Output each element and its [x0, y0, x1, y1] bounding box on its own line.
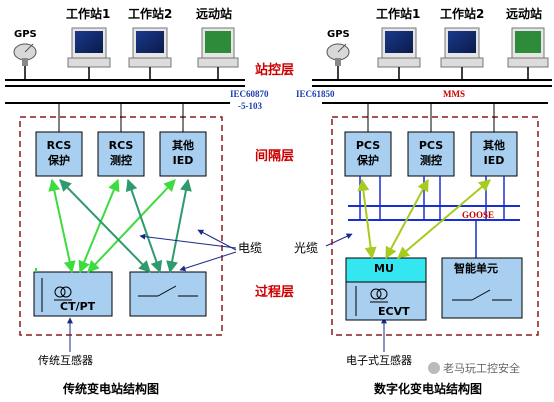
right-workstation-1 [377, 27, 421, 80]
goose-bus [348, 176, 520, 258]
left-ied-2-text: RCS 测控 [108, 139, 134, 167]
right-remote-station-label: 远动站 [506, 7, 543, 21]
wechat-icon [428, 362, 440, 374]
right-ied-1-text: PCS 保护 [355, 139, 381, 167]
right-switch-symbol [452, 289, 512, 301]
process-layer-label: 过程层 [255, 285, 295, 300]
left-remote-station [197, 27, 239, 80]
left-workstation-2 [128, 27, 172, 80]
right-protocol-label: IEC61850 [296, 89, 335, 99]
ecvt-label: ECVT [378, 305, 410, 318]
right-station-bus [312, 79, 552, 104]
goose-label: GOOSE [462, 210, 495, 220]
watermark-text: 老马玩工控安全 [443, 362, 520, 375]
left-caption: 传统变电站结构图 [63, 382, 160, 396]
right-ct-symbol [355, 286, 388, 316]
left-cable-arrows [35, 178, 192, 274]
left-remote-station-label: 远动站 [196, 7, 233, 21]
right-ied-3-text: 其他 IED [483, 139, 505, 167]
left-ct-symbol [41, 278, 72, 312]
ecvt-box [345, 281, 427, 321]
left-workstation-1 [67, 27, 111, 80]
bay-layer-label: 间隔层 [255, 149, 295, 164]
right-caption: 数字化变电站结构图 [374, 382, 483, 396]
left-ied-box-1 [35, 131, 83, 177]
left-switch-box [129, 271, 207, 317]
right-ied-box-3 [470, 131, 518, 177]
right-ied-box-1 [344, 131, 392, 177]
left-switch-symbol [138, 285, 198, 297]
left-station-bus [5, 79, 245, 104]
right-remote-station [507, 27, 549, 80]
right-workstation-2-label: 工作站2 [440, 7, 485, 21]
mu-label: MU [374, 262, 394, 275]
right-gps-label: GPS [327, 29, 350, 40]
left-ied-3-text: 其他 IED [172, 139, 194, 167]
left-workstation-2-label: 工作站2 [128, 7, 173, 21]
left-protocol-label-1: IEC60870 [230, 89, 269, 99]
right-dashed-enclosure [331, 116, 539, 336]
right-gps-dish [326, 43, 350, 80]
right-workstation-2 [440, 27, 484, 80]
right-ied-box-2 [407, 131, 455, 177]
right-workstation-1-label: 工作站1 [376, 7, 421, 21]
cable-label-pointers [139, 229, 353, 272]
ctpt-label: CT/PT [60, 300, 96, 313]
right-sensor-label: 电子式互感器 [346, 354, 412, 367]
station-layer-label: 站控层 [255, 63, 295, 78]
electric-cable-label: 电缆 [238, 241, 263, 255]
left-gps-label: GPS [14, 29, 37, 40]
smart-unit-label: 智能单元 [454, 262, 498, 275]
left-gps-dish [13, 43, 37, 80]
mms-label: MMS [443, 89, 465, 99]
smart-unit-box [441, 257, 523, 319]
optical-cable-label: 光缆 [294, 241, 319, 255]
left-protocol-label-2: -5-103 [238, 101, 262, 111]
right-ied-2-text: PCS 测控 [418, 139, 444, 167]
left-workstation-1-label: 工作站1 [66, 7, 111, 21]
left-sensor-label: 传统互感器 [38, 354, 93, 367]
left-ied-1-text: RCS 保护 [46, 139, 72, 167]
right-optical-arrows [357, 178, 491, 260]
